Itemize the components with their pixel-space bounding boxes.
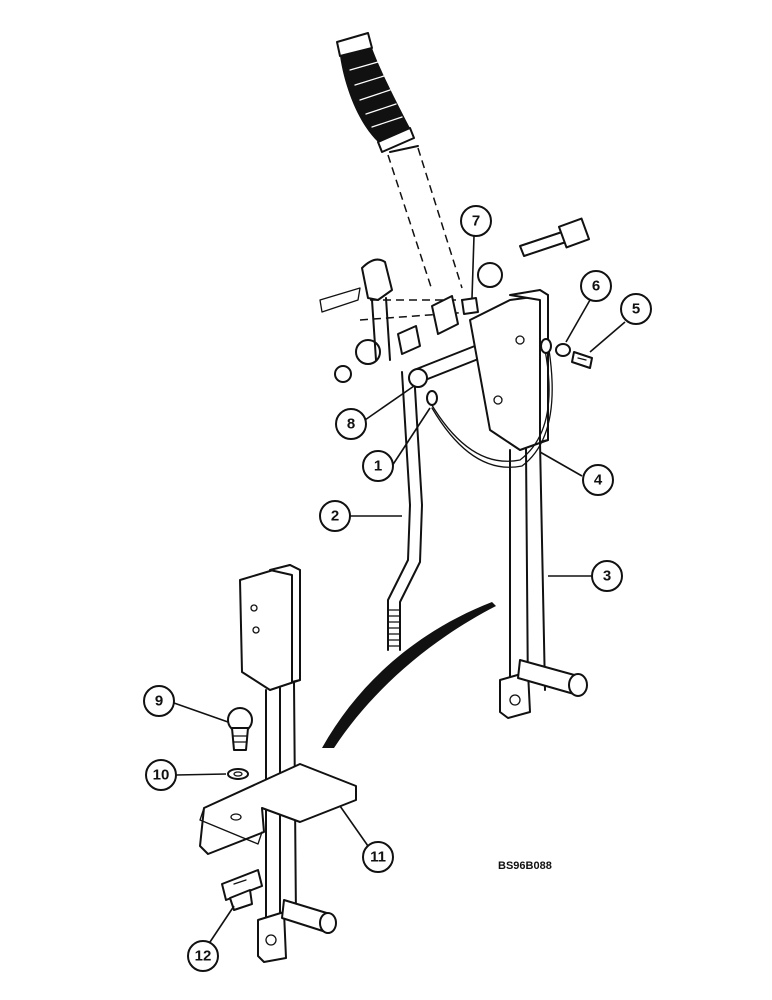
callout-6: 6 <box>565 270 612 343</box>
grommet <box>227 768 249 780</box>
bulb <box>227 707 253 751</box>
callout-9: 9 <box>143 685 229 723</box>
socket <box>221 869 263 911</box>
callout-1: 1 <box>362 407 431 482</box>
callout-7: 7 <box>460 205 492 299</box>
shift-rod <box>361 258 423 651</box>
callout-3: 3 <box>548 560 623 592</box>
pivot-bushing-left <box>319 287 381 383</box>
svg-text:7: 7 <box>472 213 480 230</box>
washer <box>555 343 571 357</box>
svg-text:3: 3 <box>603 568 611 585</box>
svg-text:9: 9 <box>155 693 163 710</box>
locator-arrow <box>322 602 496 748</box>
svg-text:6: 6 <box>592 278 600 295</box>
nut <box>461 297 479 315</box>
svg-text:2: 2 <box>331 508 339 525</box>
callout-4: 4 <box>539 451 614 496</box>
svg-text:5: 5 <box>632 301 640 318</box>
callout-11: 11 <box>339 805 394 873</box>
callout-2: 2 <box>319 500 402 532</box>
pivot-bushing-right <box>397 262 503 355</box>
drawing-code: BS96B088 <box>498 860 552 872</box>
callout-12: 12 <box>187 905 235 972</box>
lower-bracket-arm <box>239 564 337 963</box>
svg-text:10: 10 <box>153 767 170 784</box>
svg-text:4: 4 <box>594 472 603 489</box>
lanyard-cable <box>426 338 553 468</box>
callout-10: 10 <box>145 759 227 791</box>
callout-5: 5 <box>589 293 652 353</box>
handle-grip <box>336 32 415 153</box>
bolt-small <box>571 351 593 369</box>
svg-text:1: 1 <box>374 458 382 475</box>
svg-text:11: 11 <box>370 849 386 866</box>
svg-text:8: 8 <box>347 416 355 433</box>
bracket-arm <box>469 289 588 719</box>
callout-8: 8 <box>335 385 415 440</box>
plate <box>199 763 357 855</box>
svg-text:12: 12 <box>195 948 212 965</box>
bolt-top <box>519 217 591 257</box>
